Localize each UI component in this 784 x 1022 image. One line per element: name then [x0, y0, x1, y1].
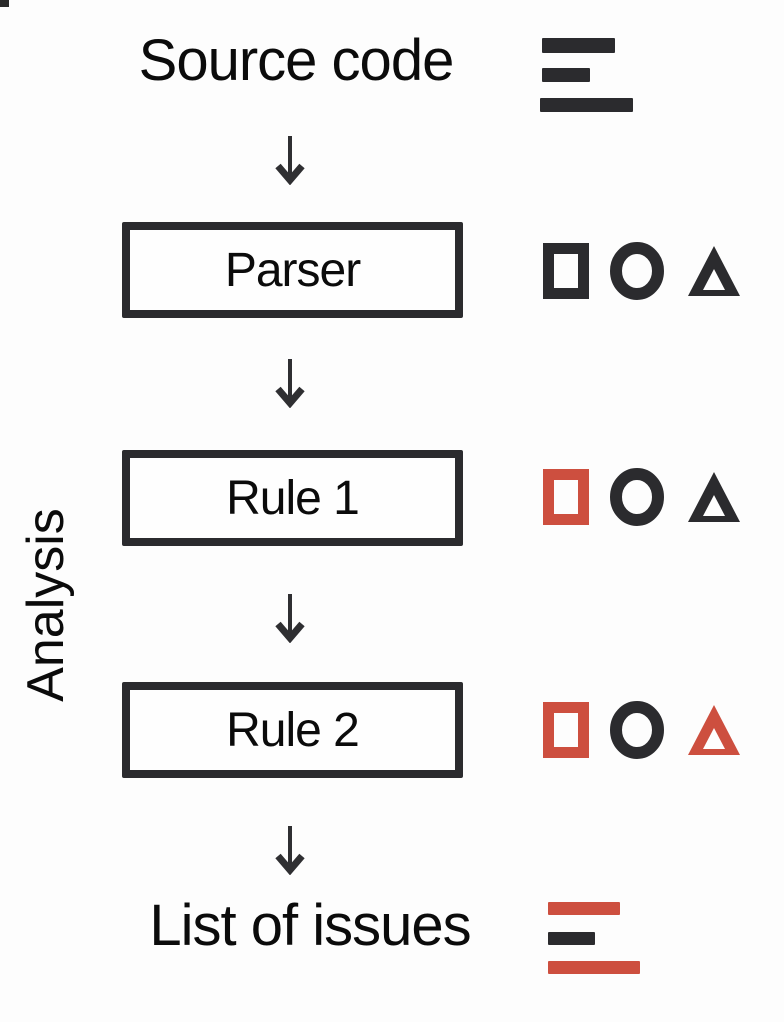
circle-icon [610, 242, 664, 300]
circle-icon [610, 468, 664, 526]
rule-2-shapes-icon [543, 701, 743, 759]
square-icon [543, 469, 589, 525]
arrow-down-icon [272, 825, 308, 880]
parser-shapes-icon [543, 242, 743, 300]
arrow-down-icon [272, 135, 308, 190]
triangle-icon [688, 705, 740, 755]
rule-1-box: Rule 1 [122, 450, 463, 546]
parser-label: Parser [224, 243, 361, 297]
rule-1-shapes-icon [543, 468, 743, 526]
triangle-icon [688, 246, 740, 296]
circle-icon [610, 701, 664, 759]
text-line-bar [548, 932, 595, 945]
text-line-bar [542, 68, 590, 82]
text-line-bar [548, 961, 640, 974]
rule-2-box: Rule 2 [122, 682, 463, 778]
corner-artifact [0, 0, 9, 7]
source-code-label: Source code [138, 28, 455, 93]
source-code-icon [540, 36, 635, 114]
list-of-issues-icon [548, 900, 643, 978]
arrow-down-icon [272, 593, 308, 648]
rule-1-label: Rule 1 [226, 471, 360, 525]
list-of-issues-label: List of issues [149, 893, 471, 958]
triangle-icon [688, 472, 740, 522]
analysis-side-label: Analysis [17, 508, 75, 702]
square-icon [543, 243, 589, 299]
square-icon [543, 702, 589, 758]
arrow-down-icon [272, 358, 308, 413]
parser-box: Parser [122, 222, 463, 318]
rule-2-label: Rule 2 [226, 703, 360, 757]
text-line-bar [540, 98, 633, 112]
text-line-bar [548, 902, 620, 915]
text-line-bar [542, 38, 615, 53]
